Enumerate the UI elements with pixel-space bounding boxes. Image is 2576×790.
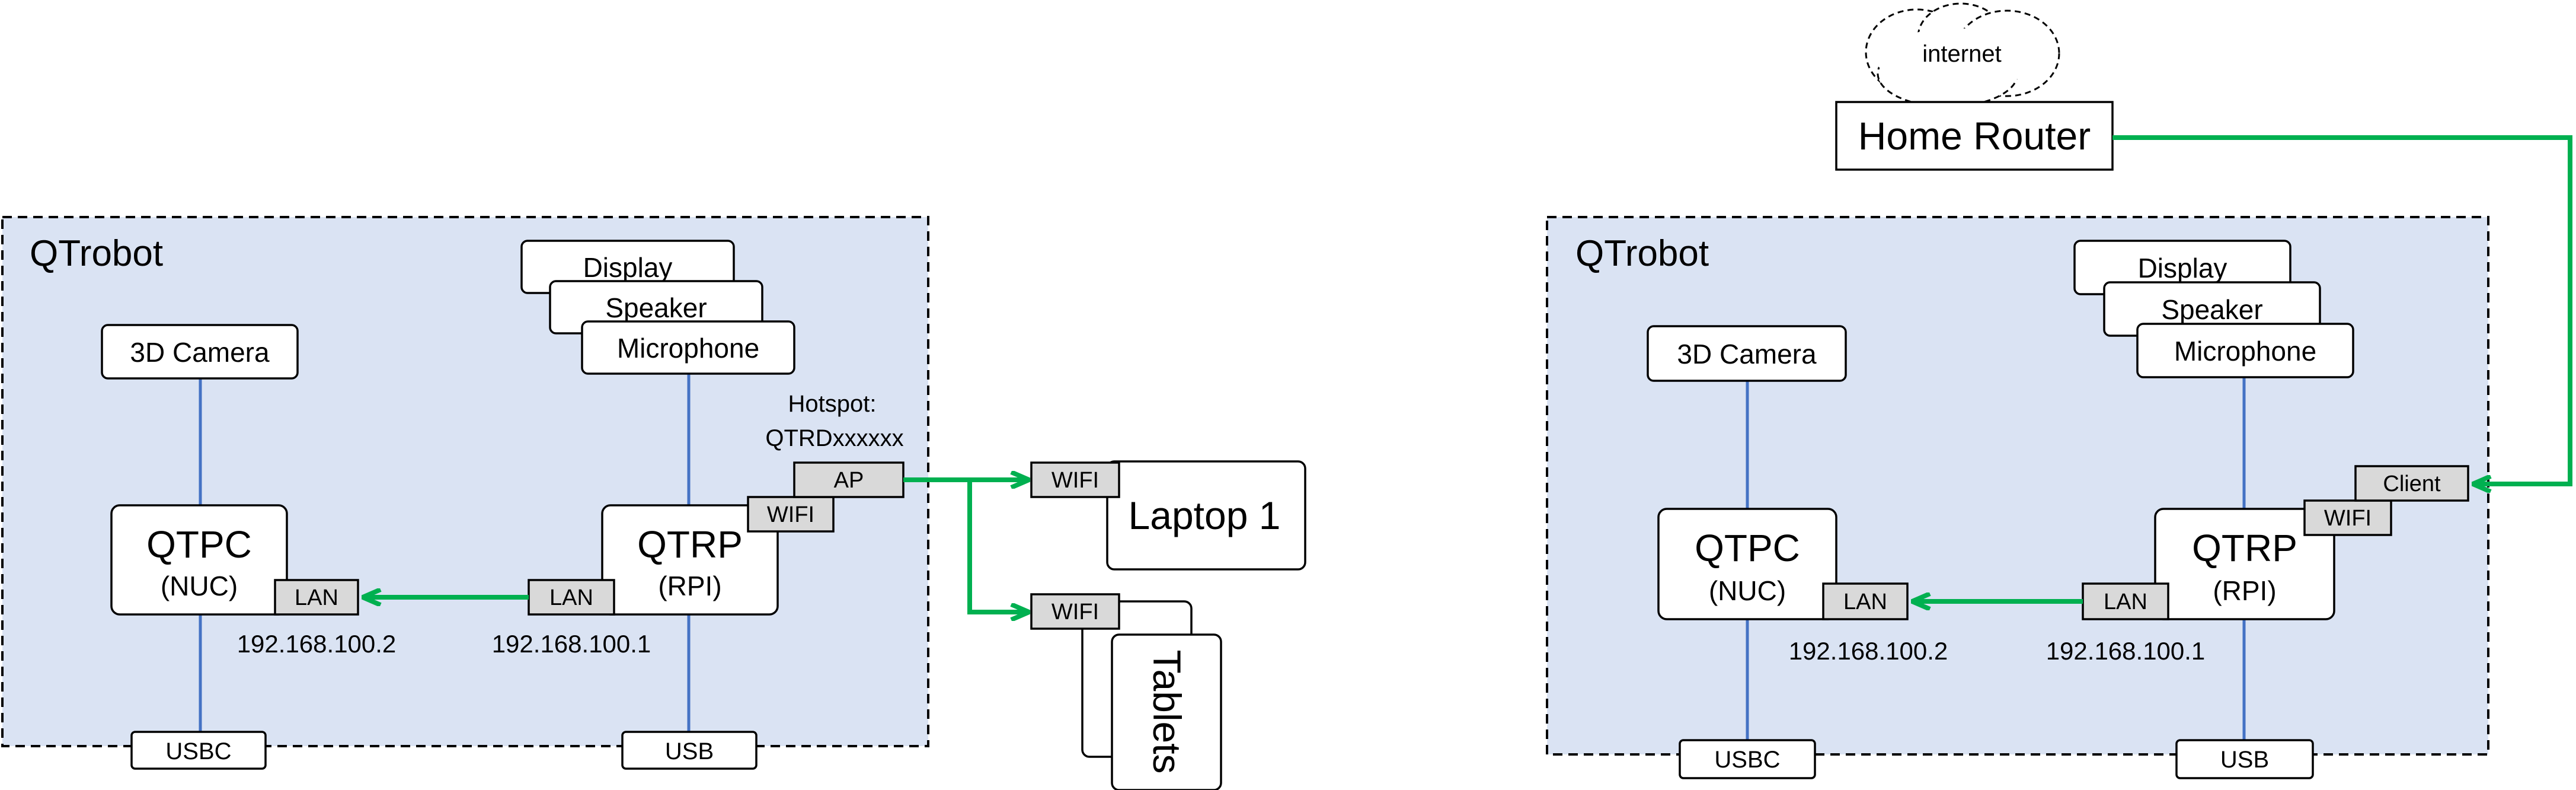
usb-port bbox=[621, 731, 758, 770]
home-router-label: Home Router bbox=[1858, 114, 2091, 158]
qtrobot-frame bbox=[1, 216, 929, 747]
usbc-port bbox=[130, 731, 267, 770]
qtrp-ip-right: 192.168.100.1 bbox=[2046, 637, 2206, 665]
qtpc-label: QTPC bbox=[146, 523, 252, 566]
speaker-label: Speaker bbox=[605, 292, 707, 323]
qtrp-wifi-label: WIFI bbox=[767, 502, 814, 527]
client-label: Client bbox=[2383, 472, 2441, 496]
rpi-label: (RPI) bbox=[658, 571, 721, 601]
nuc-label: (NUC) bbox=[161, 571, 238, 601]
display-label-right: Display bbox=[2138, 253, 2227, 283]
ap-port bbox=[793, 461, 905, 498]
microphone-box bbox=[581, 320, 795, 375]
laptop-label: Laptop 1 bbox=[1129, 493, 1281, 537]
qtrp-wifi-label-right: WIFI bbox=[2324, 506, 2372, 531]
qtpc-ip-right: 192.168.100.2 bbox=[1789, 637, 1948, 665]
qtrobot-title-right: QTrobot bbox=[1575, 233, 1709, 274]
usb-label: USB bbox=[665, 738, 714, 764]
tablets-wifi-label: WIFI bbox=[1052, 600, 1099, 625]
qtpc-box-right bbox=[1657, 508, 1837, 620]
tablet-front-box bbox=[1111, 633, 1222, 790]
qtrp-label-right: QTRP bbox=[2192, 527, 2297, 569]
tablets-label: Tablets bbox=[1145, 649, 1189, 773]
speaker-label-right: Speaker bbox=[2161, 294, 2262, 325]
qtpc-lan-label-right: LAN bbox=[1843, 590, 1887, 614]
qtrp-wifi-port bbox=[747, 496, 835, 533]
qtrobot-frame-right bbox=[1546, 216, 2489, 756]
left-diagram: QTrobot Display Speaker Microphone 3D Ca… bbox=[1, 216, 1306, 790]
qtrp-box bbox=[601, 504, 779, 616]
microphone-box-right bbox=[2136, 323, 2354, 378]
qtrp-label: QTRP bbox=[637, 523, 743, 566]
camera-box-right bbox=[1647, 325, 1847, 382]
microphone-label-right: Microphone bbox=[2174, 336, 2316, 367]
microphone-label: Microphone bbox=[617, 333, 759, 364]
hotspot-label: Hotspot: bbox=[788, 391, 877, 417]
internet-cloud-icon bbox=[1865, 2, 2060, 108]
right-diagram: internet Home Router QTrobot Display Spe… bbox=[1546, 2, 2572, 779]
ap-to-tablets-arrow bbox=[967, 480, 1029, 612]
rpi-label-right: (RPI) bbox=[2213, 575, 2276, 606]
qtpc-box bbox=[110, 504, 288, 616]
laptop-wifi-label: WIFI bbox=[1052, 468, 1099, 493]
internet-label: internet bbox=[1922, 41, 2001, 67]
qtpc-label-right: QTPC bbox=[1695, 527, 1800, 569]
display-label: Display bbox=[583, 252, 673, 283]
usb-port-right bbox=[2175, 739, 2314, 779]
qtrp-lan-port bbox=[528, 579, 615, 616]
laptop-wifi-port bbox=[1030, 461, 1120, 498]
usb-label-right: USB bbox=[2220, 747, 2269, 773]
router-to-client-arrow bbox=[2112, 135, 2572, 484]
camera-label: 3D Camera bbox=[130, 337, 270, 368]
qtpc-lan-port-right bbox=[1822, 582, 1909, 620]
laptop-box bbox=[1106, 460, 1306, 571]
qtpc-lan-port bbox=[274, 579, 359, 616]
usbc-port-right bbox=[1679, 739, 1816, 779]
qtrp-ip: 192.168.100.1 bbox=[492, 630, 651, 658]
qtrp-lan-label-right: LAN bbox=[2104, 590, 2147, 614]
tablets-wifi-port bbox=[1030, 593, 1120, 630]
hotspot-ssid: QTRDxxxxxx bbox=[765, 425, 903, 451]
qtrp-box-right bbox=[2154, 508, 2335, 620]
home-router-box bbox=[1835, 101, 2114, 171]
usbc-label-right: USBC bbox=[1714, 747, 1780, 773]
camera-box bbox=[101, 324, 299, 380]
camera-label-right: 3D Camera bbox=[1677, 339, 1817, 369]
qtrp-lan-label: LAN bbox=[549, 585, 593, 610]
qtrp-lan-port-right bbox=[2082, 582, 2169, 620]
ap-label: AP bbox=[834, 468, 864, 493]
client-port bbox=[2354, 465, 2469, 502]
qtrobot-title: QTrobot bbox=[30, 233, 163, 274]
nuc-label-right: (NUC) bbox=[1709, 575, 1786, 606]
qtpc-ip: 192.168.100.2 bbox=[237, 630, 397, 658]
qtrp-wifi-port-right bbox=[2303, 499, 2392, 536]
qtpc-lan-label: LAN bbox=[295, 585, 338, 610]
usbc-label: USBC bbox=[165, 738, 231, 764]
